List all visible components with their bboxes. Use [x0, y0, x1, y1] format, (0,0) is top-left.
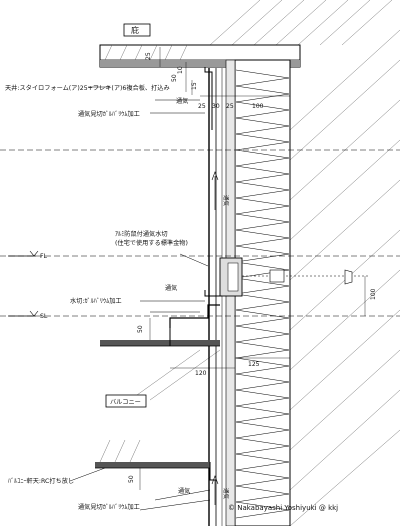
fl-marker	[8, 250, 39, 257]
vent-cut-bottom: 通気見切ｶﾞﾙﾊﾞﾘｳﾑ加工	[78, 503, 140, 511]
dim-25b: 25	[198, 103, 206, 110]
fl-label: FL	[40, 253, 48, 260]
vent-arrow-1-label: 通気	[222, 195, 230, 207]
eave-label-box	[123, 23, 151, 37]
dim-50c: 50	[128, 475, 135, 483]
water-cut-note: 水切:ｶﾞﾙﾊﾞﾘｳﾑ加工	[70, 297, 122, 305]
al-vent-assembly	[204, 257, 370, 297]
vent-bottom: 通気	[178, 487, 190, 495]
dim-125: 125	[248, 361, 260, 368]
dim-120: 120	[195, 370, 207, 377]
dimension-lines	[139, 47, 366, 490]
balcony-label-box	[105, 394, 147, 408]
dim-25c: 25	[226, 103, 234, 110]
vent-arrow-2	[211, 475, 219, 505]
vent-cut-top: 通気見切ｶﾞﾙﾊﾞﾘｳﾑ加工	[78, 110, 140, 118]
al-cut-note-2: (住宅で使用する標準金物)	[115, 239, 188, 247]
sl-marker	[8, 310, 39, 317]
leader-lines	[69, 86, 211, 511]
dim-100a: 100	[252, 103, 264, 110]
vent-label-top: 通気	[176, 97, 188, 105]
dim-50a: 50	[171, 74, 178, 82]
top-vent-cover	[204, 67, 213, 130]
vent-mid: 通気	[165, 284, 177, 292]
copyright-notice: © Nakabayashi Yoshiyuki @ kkj	[228, 504, 338, 512]
dim-30: 30	[212, 103, 220, 110]
balcony-soffit-note: ﾊﾞﾙｺﾆｰ軒天:RC打ち放し	[8, 477, 74, 485]
ceiling-note: 天井:スタイロフォーム(ア)25+フレキ(ア)6複合板、打込み	[5, 84, 170, 92]
balcony-bottom-slab	[95, 439, 216, 481]
water-drip-flashing	[169, 304, 220, 328]
dim-10: 10	[177, 66, 184, 74]
dim-25a: 25	[145, 52, 152, 60]
eave-label: 庇	[131, 25, 139, 35]
balcony-label: バルコニー	[110, 399, 141, 406]
sl-label: SL	[40, 313, 48, 320]
exterior-cladding	[208, 68, 223, 526]
dim-15: 15	[191, 82, 198, 90]
al-cut-note-1: ｱﾙﾐ防鼠付通気水切	[115, 230, 168, 238]
reference-lines	[0, 149, 400, 317]
vent-arrow-1	[211, 171, 219, 210]
vent-arrow-2-label: 通気	[222, 488, 230, 500]
balcony-slab	[100, 328, 220, 347]
dim-100b: 100	[370, 288, 377, 300]
dim-50b: 50	[137, 325, 144, 333]
